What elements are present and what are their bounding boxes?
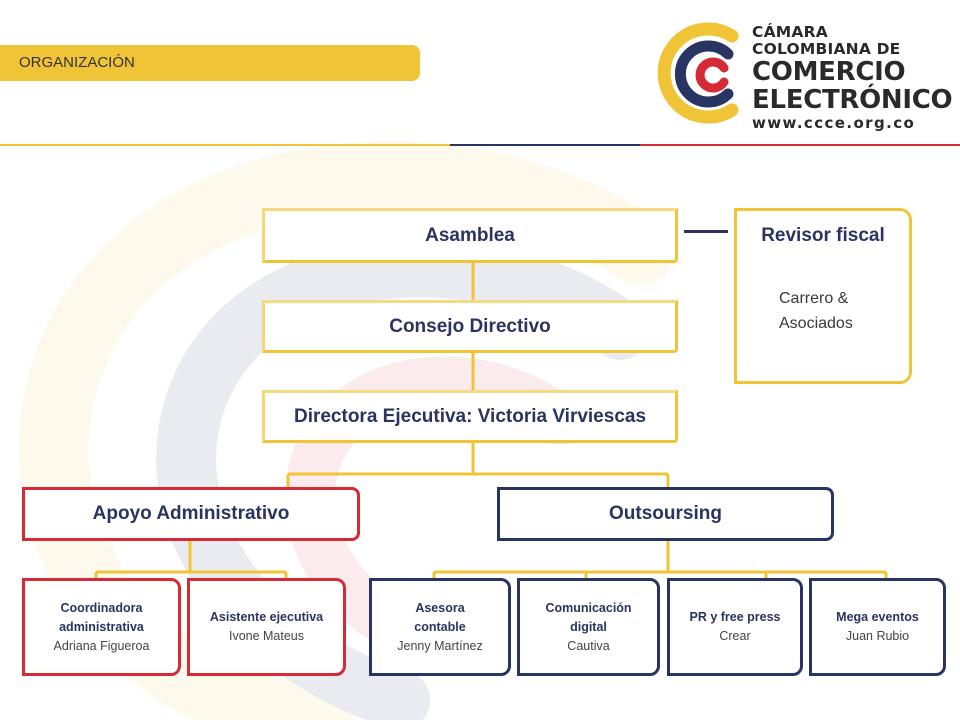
leaf-person: Jenny Martínez xyxy=(397,638,483,653)
logo-line-2: COLOMBIANA DE xyxy=(752,40,901,58)
flag-divider-blue xyxy=(450,144,640,146)
leaf-comunicacion-digital: Comunicación digital Cautiva xyxy=(517,578,660,676)
leaf-pr-free-press: PR y free press Crear xyxy=(667,578,803,676)
leaf-asesora-contable: Asesora contable Jenny Martínez xyxy=(369,578,511,676)
revisor-fiscal-title: Revisor fiscal xyxy=(761,225,885,246)
leaf-title: Coordinadora administrativa xyxy=(59,600,144,634)
logo-line-1: CÁMARA xyxy=(752,23,828,41)
outsourcing-box: Outsoursing xyxy=(497,487,834,541)
revisor-firm-line-1: Carrero & xyxy=(779,290,849,307)
directora-ejecutiva-box: Directora Ejecutiva: Victoria Virviescas xyxy=(262,390,678,443)
directora-ejecutiva-label: Directora Ejecutiva: Victoria Virviescas xyxy=(293,405,647,427)
leaf-person: Ivone Mateus xyxy=(228,629,305,643)
consejo-directivo-box: Consejo Directivo xyxy=(262,300,678,353)
leaf-person: Adriana Figueroa xyxy=(53,638,150,653)
leaf-person: Juan Rubio xyxy=(845,629,910,643)
apoyo-administrativo-box: Apoyo Administrativo xyxy=(22,487,360,541)
logo-line-4: ELECTRÓNICO xyxy=(752,85,953,115)
leaf-person: Crear xyxy=(719,629,751,643)
asamblea-box: Asamblea xyxy=(262,208,678,263)
revisor-connector-line xyxy=(684,230,728,233)
leaf-title: Asesora contable xyxy=(414,600,466,634)
revisor-fiscal-firm: Carrero & Asociados xyxy=(779,286,853,336)
consejo-directivo-label: Consejo Directivo xyxy=(389,315,551,337)
revisor-fiscal-box: Revisor fiscal Carrero & Asociados xyxy=(734,208,912,384)
apoyo-administrativo-label: Apoyo Administrativo xyxy=(92,503,290,524)
asamblea-label: Asamblea xyxy=(425,224,515,246)
section-title-tab: ORGANIZACIÓN xyxy=(0,45,420,81)
leaf-title: Mega eventos xyxy=(836,610,919,624)
flag-divider-yellow xyxy=(0,144,450,146)
revisor-firm-line-2: Asociados xyxy=(779,315,853,332)
logo-line-3: COMERCIO xyxy=(752,57,906,87)
outsourcing-label: Outsoursing xyxy=(609,503,722,524)
flag-divider-red xyxy=(640,144,960,146)
leaf-title: Asistente ejecutiva xyxy=(209,610,324,624)
logo-wordmark: CÁMARA COLOMBIANA DE COMERCIO ELECTRÓNIC… xyxy=(752,23,953,133)
leaf-mega-eventos: Mega eventos Juan Rubio xyxy=(809,578,946,676)
ccce-logo-icon xyxy=(657,22,739,124)
logo-url: www.ccce.org.co xyxy=(752,114,916,132)
leaf-coordinadora-administrativa: Coordinadora administrativa Adriana Figu… xyxy=(22,578,181,676)
leaf-person: Cautiva xyxy=(567,638,610,653)
leaf-asistente-ejecutiva: Asistente ejecutiva Ivone Mateus xyxy=(187,578,346,676)
leaf-title: Comunicación digital xyxy=(545,600,632,634)
leaf-title: PR y free press xyxy=(689,610,781,624)
